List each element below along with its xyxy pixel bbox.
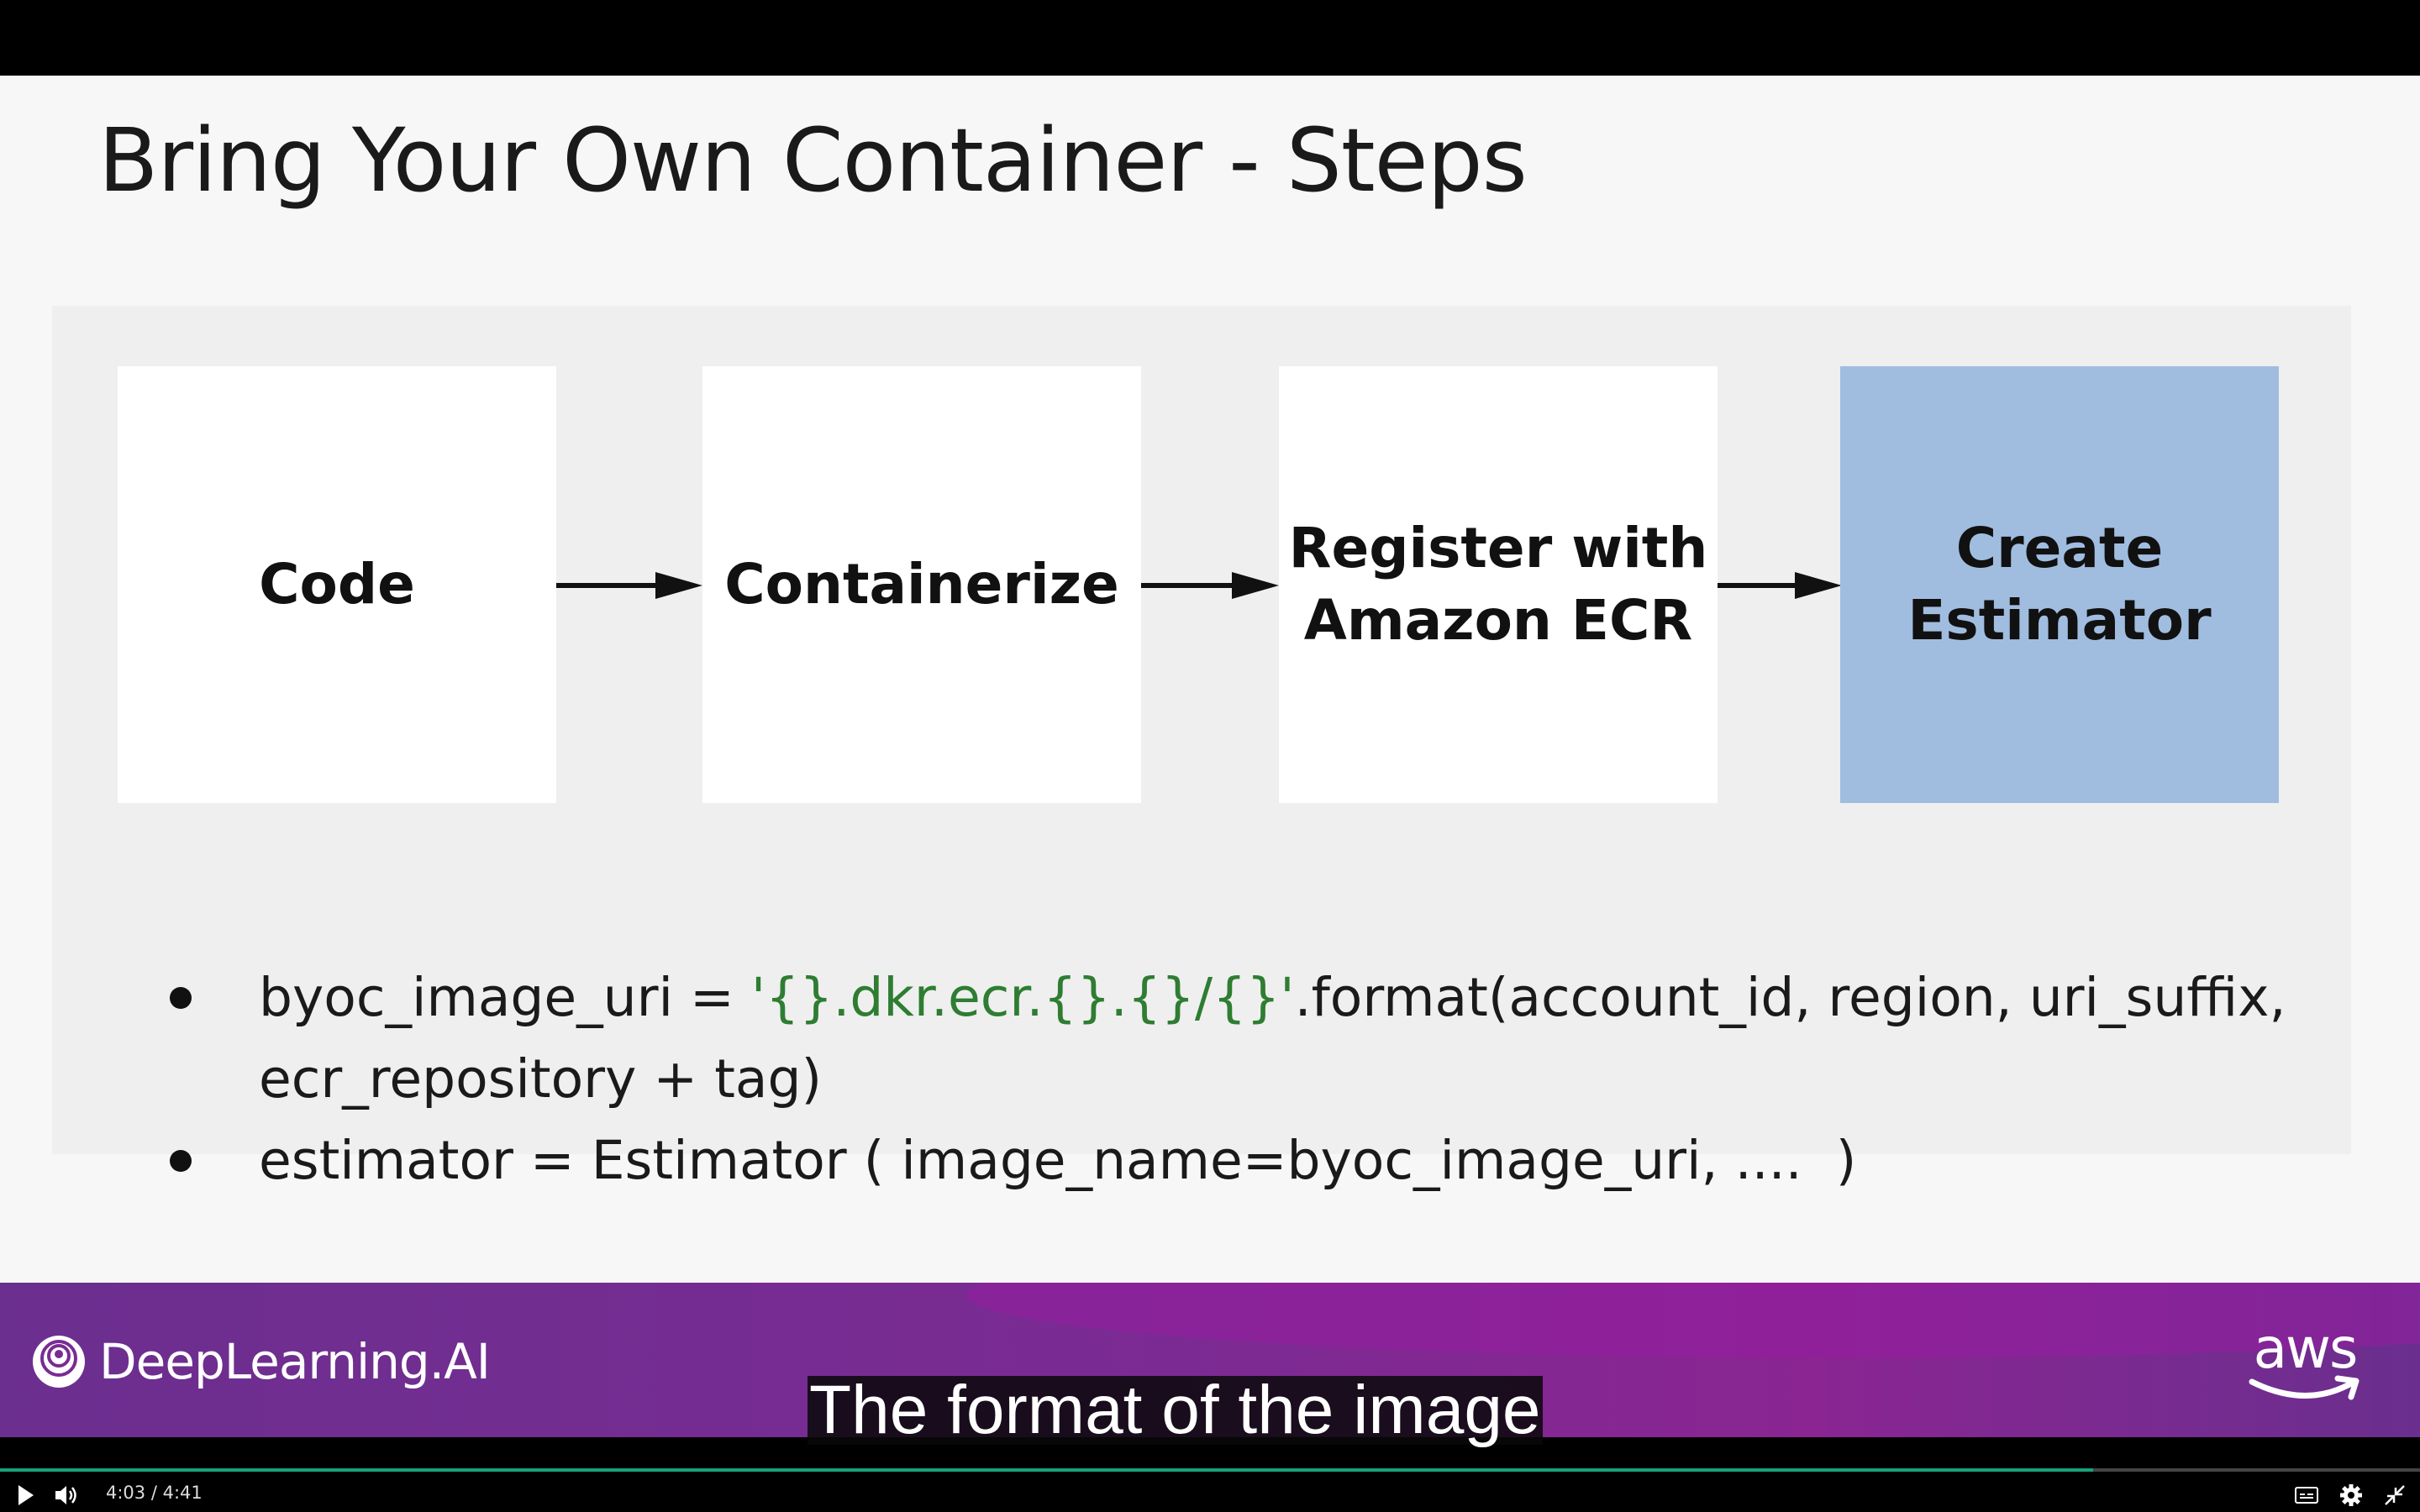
brand-band: DeepLearning.AI aws xyxy=(0,1283,2420,1437)
step-containerize-box: Containerize xyxy=(702,366,1141,803)
progress-bar-fill xyxy=(0,1468,2094,1472)
arrow-right-icon xyxy=(1141,572,1279,599)
code-text: ecr_repository + tag) xyxy=(259,1048,823,1110)
aws-logo-text: aws xyxy=(2253,1316,2359,1381)
bullet-item: byoc_image_uri = '{}.dkr.ecr.{}.{}/{}'.f… xyxy=(111,957,2312,1120)
code-line: byoc_image_uri = '{}.dkr.ecr.{}.{}/{}'.f… xyxy=(259,957,2312,1038)
step-register-ecr-label: Register with Amazon ECR xyxy=(1288,516,1708,653)
exit-fullscreen-icon[interactable] xyxy=(2383,1483,2407,1507)
subtitle-caption: The format of the image xyxy=(808,1372,1543,1448)
bullet-list: byoc_image_uri = '{}.dkr.ecr.{}.{}/{}'.f… xyxy=(111,957,2312,1201)
code-text: byoc_image_uri = xyxy=(259,967,751,1028)
step-containerize-label: Containerize xyxy=(724,552,1119,617)
aws-smile-icon xyxy=(2249,1375,2360,1400)
time-separator: / xyxy=(150,1483,157,1503)
duration: 4:41 xyxy=(162,1483,203,1503)
code-text: .format(account_id, region, uri_suffix, xyxy=(1294,967,2286,1028)
code-line: estimator = Estimator ( image_name=byoc_… xyxy=(259,1120,2312,1201)
step-register-ecr-box: Register with Amazon ECR xyxy=(1279,366,1718,803)
volume-icon[interactable] xyxy=(54,1483,79,1507)
step-code-box: Code xyxy=(118,366,556,803)
progress-bar[interactable] xyxy=(0,1468,2420,1472)
play-icon[interactable] xyxy=(17,1483,35,1507)
slide-title: Bring Your Own Container - Steps xyxy=(98,109,1528,212)
brand-wave xyxy=(966,1283,2420,1358)
step-create-estimator-box: Create Estimator xyxy=(1840,366,2279,803)
time-display: 4:03 / 4:41 xyxy=(106,1480,203,1505)
settings-icon[interactable] xyxy=(2339,1483,2363,1507)
code-string-literal: '{}.dkr.ecr.{}.{}/{}' xyxy=(750,967,1295,1028)
step-create-estimator-label: Create Estimator xyxy=(1907,516,2212,653)
arrow-right-icon xyxy=(556,572,702,599)
letterbox-top xyxy=(0,0,2420,76)
code-line: ecr_repository + tag) xyxy=(259,1038,2312,1120)
deeplearning-ai-logo: DeepLearning.AI xyxy=(30,1333,491,1390)
deeplearning-logo-text: DeepLearning.AI xyxy=(99,1333,491,1390)
arrow-right-icon xyxy=(1718,572,1842,599)
slide: Bring Your Own Container - Steps Code Co… xyxy=(0,76,2420,1283)
aws-logo: aws xyxy=(2242,1316,2368,1409)
captions-icon[interactable] xyxy=(2294,1483,2319,1507)
bullet-dot-icon xyxy=(170,1150,192,1172)
current-time: 4:03 xyxy=(106,1483,146,1503)
step-code-label: Code xyxy=(259,552,415,617)
player-controls: 4:03 / 4:41 xyxy=(0,1458,2420,1512)
code-text: estimator = Estimator ( image_name=byoc_… xyxy=(259,1130,1857,1191)
bullet-item: estimator = Estimator ( image_name=byoc_… xyxy=(111,1120,2312,1201)
deeplearning-logo-icon xyxy=(33,1336,85,1388)
bullet-dot-icon xyxy=(170,987,192,1009)
steps-panel: Code Containerize Register with Amazon E… xyxy=(52,306,2351,1191)
